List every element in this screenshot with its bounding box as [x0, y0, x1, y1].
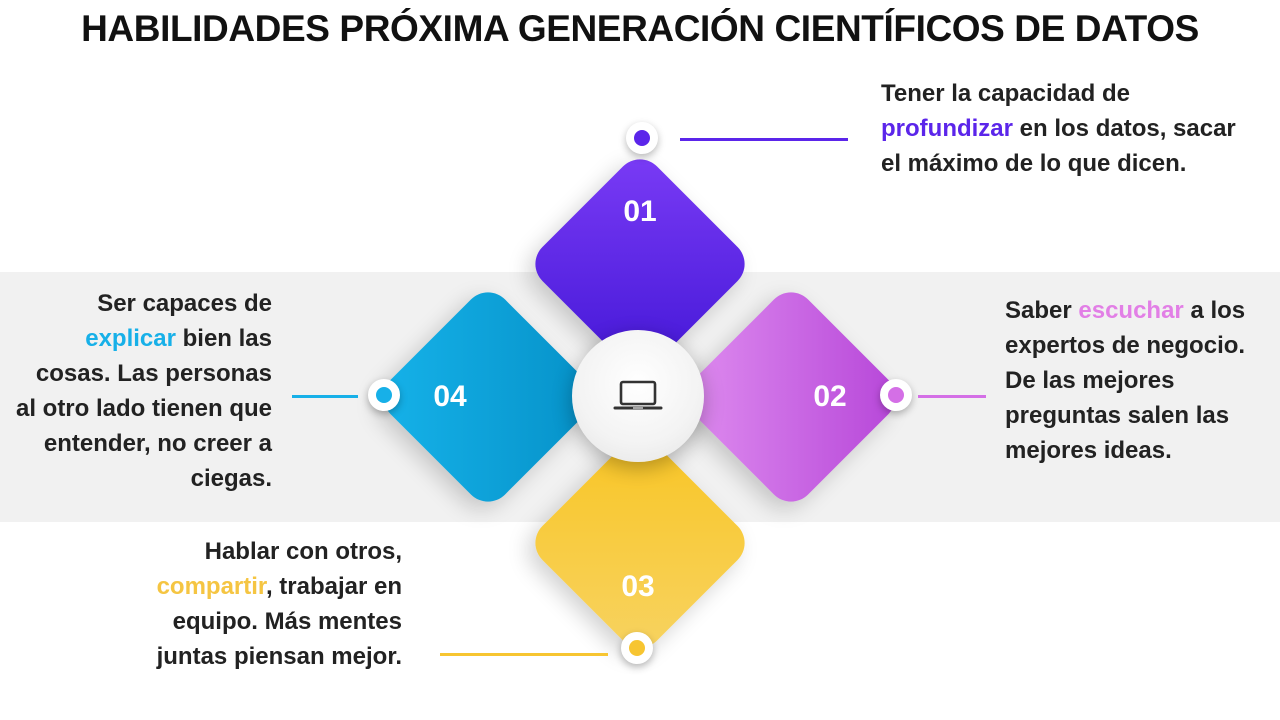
connector-dot-01	[626, 122, 658, 154]
connector-line-02	[918, 395, 986, 398]
skill-text-01-before: Tener la capacidad de	[881, 80, 1130, 107]
connector-dot-02	[880, 379, 912, 411]
skill-text-04-before: Ser capaces de	[97, 290, 272, 317]
diamond-number-03: 03	[621, 570, 655, 603]
connector-dot-fill-01	[634, 130, 650, 146]
skill-text-01-highlight: profundizar	[881, 115, 1013, 142]
center-hub	[572, 330, 704, 462]
page-title: HABILIDADES PRÓXIMA GENERACIÓN CIENTÍFIC…	[81, 8, 1199, 49]
skill-text-01-after: en los datos, sacar el máximo de lo que …	[881, 115, 1236, 177]
diamond-number-04: 04	[433, 380, 467, 413]
skill-text-03: Hablar con otros, compartir, trabajar en…	[130, 534, 402, 674]
connector-dot-04	[368, 379, 400, 411]
diamond-number-02: 02	[813, 380, 847, 413]
skill-text-01: Tener la capacidad de profundizar en los…	[881, 76, 1241, 181]
laptop-icon	[613, 380, 663, 410]
connector-dot-fill-04	[376, 387, 392, 403]
skill-text-02-before: Saber	[1005, 297, 1079, 324]
connector-dot-03	[621, 632, 653, 664]
skill-text-02-after: a los expertos de negocio. De las mejore…	[1005, 297, 1246, 464]
connector-dot-fill-03	[629, 640, 645, 656]
diamond-number-01: 01	[623, 195, 657, 228]
connector-line-03	[440, 653, 608, 656]
connector-dot-fill-02	[888, 387, 904, 403]
connector-line-01	[680, 138, 848, 141]
skill-text-04-highlight: explicar	[85, 325, 176, 352]
skill-text-02: Saber escuchar a los expertos de negocio…	[1005, 293, 1265, 468]
connector-line-04	[292, 395, 358, 398]
skill-text-02-highlight: escuchar	[1078, 297, 1184, 324]
skill-text-03-after: , trabajar en equipo. Más mentes juntas …	[156, 573, 402, 670]
skill-text-03-highlight: compartir	[156, 573, 266, 600]
skill-text-03-before: Hablar con otros,	[204, 538, 402, 565]
skill-text-04-after: bien las cosas. Las personas al otro lad…	[15, 325, 272, 492]
skill-text-04: Ser capaces de explicar bien las cosas. …	[12, 286, 272, 496]
